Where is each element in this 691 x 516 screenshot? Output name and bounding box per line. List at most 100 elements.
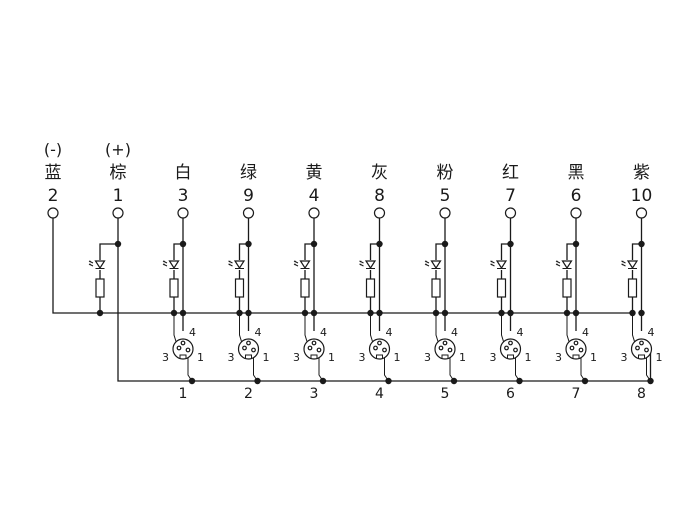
- channel-5-resistor: [431, 278, 441, 298]
- channel-2-led-diode: [233, 260, 246, 270]
- channel-6-pin-label-4: 4: [517, 326, 524, 339]
- channel-7-led-diode: [561, 260, 573, 270]
- channel-6-signal-bus-crossing-dot: [507, 309, 514, 317]
- channel-5-connector-pin3: [438, 345, 444, 351]
- channel-4-pin-label-4: 4: [386, 326, 393, 339]
- channel-5-port-dot: [450, 377, 458, 385]
- positive-polarity-label: (+): [105, 140, 131, 159]
- channel-3-pin-label-3: 3: [293, 351, 300, 364]
- channel-2-pin-label-1: 1: [263, 351, 270, 364]
- channel-7-color-label: 黑: [568, 163, 585, 183]
- channel-4-bus-dot: [367, 309, 374, 317]
- channel-5-connector: [434, 338, 456, 360]
- channel-1-connector-pin3: [176, 345, 182, 351]
- channel-7-connector-key: [572, 354, 580, 359]
- power-led-wire: [99, 243, 118, 260]
- channel-5-connector-key: [441, 354, 449, 359]
- channel-3-led-diode: [299, 260, 311, 270]
- channel-7-pin-label-4: 4: [582, 326, 589, 339]
- channel-4-port-dot: [385, 377, 392, 385]
- negative-polarity-label: (-): [44, 140, 62, 159]
- channel-8-pin-label-3: 3: [621, 351, 628, 364]
- channel-2-port-number: 2: [244, 386, 253, 402]
- channel-4-connector: [368, 338, 391, 360]
- power-resistor: [95, 278, 105, 298]
- channel-4-connector-key: [376, 354, 383, 359]
- channel-1-terminal: [177, 207, 189, 219]
- channel-6-resistor: [496, 278, 507, 298]
- positive-bus-wire: [117, 218, 652, 382]
- channel-5-pin-label-1: 1: [459, 351, 466, 364]
- channel-8-pin-label-1: 1: [656, 351, 663, 364]
- channel-2-terminal: [242, 207, 255, 219]
- channel-7-resistor: [562, 278, 572, 298]
- channel-6-connector-pin1: [513, 347, 518, 353]
- channel-7-led-arrowheads: [556, 260, 558, 266]
- channel-7-wire-number: 6: [571, 186, 582, 206]
- channel-3-wire-number: 4: [309, 186, 320, 206]
- channel-3-bus-dot: [301, 309, 309, 317]
- channel-5-led-diode: [430, 260, 442, 270]
- channel-4-pin-label-1: 1: [394, 351, 401, 364]
- channel-4-color-label: 灰: [371, 163, 388, 183]
- channel-2-led-arrowheads: [228, 260, 231, 266]
- channel-4-led-diode: [364, 260, 377, 270]
- channel-1-port-dot: [188, 377, 196, 385]
- channel-5-color-label: 粉: [437, 163, 454, 183]
- channel-1-signal-bus-crossing-dot: [179, 309, 187, 317]
- channel-3-connector-pin3: [307, 345, 313, 351]
- channel-8-connector-pin4: [639, 340, 644, 346]
- channel-3-branch-dot: [310, 240, 318, 248]
- channel-7-pin1-wire: [580, 354, 586, 382]
- channel-1-connector-key: [179, 354, 187, 359]
- channel-8-port-dot: [647, 377, 654, 385]
- negative-bus-wire: [52, 218, 633, 314]
- channel-3-terminal: [308, 207, 320, 219]
- channel-4-led-arrowheads: [359, 260, 362, 266]
- channel-2-color-label: 绿: [240, 163, 257, 183]
- channel-5-connector-pin4: [442, 340, 448, 346]
- channel-2-signal-bus-crossing-dot: [245, 309, 252, 317]
- channel-3-pin1-wire: [318, 354, 324, 382]
- channel-6-bus-dot: [498, 309, 505, 317]
- channel-2-connector: [237, 338, 260, 360]
- channel-2-port-dot: [254, 377, 261, 385]
- channel-6-pin-label-1: 1: [525, 351, 532, 364]
- channel-8-connector: [630, 338, 653, 360]
- channel-8-resistor: [627, 278, 638, 298]
- channel-8-port-number: 8: [637, 386, 646, 402]
- channel-2-pin1-wire: [253, 354, 258, 382]
- power-bus-junction-dot: [96, 309, 104, 317]
- channel-3-pin-label-1: 1: [328, 351, 335, 364]
- channel-2-connector-pin4: [246, 340, 251, 346]
- channel-8-bus-dot: [629, 309, 636, 317]
- channel-5-bus-dot: [432, 309, 440, 317]
- channel-3-port-dot: [319, 377, 327, 385]
- channel-2-pin-label-3: 3: [228, 351, 235, 364]
- channel-5-pin1-wire: [449, 354, 455, 382]
- channel-8-signal-bus-crossing-dot: [638, 309, 645, 317]
- channel-1-pin1-wire: [187, 354, 193, 382]
- positive-wire-number: 1: [113, 186, 124, 206]
- channel-8-color-label: 紫: [633, 163, 650, 183]
- channel-6-pin1-wire: [515, 354, 520, 382]
- channel-4-connector-pin1: [382, 347, 387, 353]
- channel-1-resistor: [169, 278, 179, 298]
- channel-4-pin1-wire: [384, 354, 389, 382]
- channel-4-wire-number: 8: [374, 186, 385, 206]
- channel-8-led-arrowheads: [621, 260, 624, 266]
- channel-2-connector-key: [245, 354, 252, 359]
- channel-8-connector-key: [638, 354, 645, 359]
- channel-8-led-diode: [626, 260, 639, 270]
- power-led-diode: [94, 260, 106, 270]
- channel-3-signal-bus-crossing-dot: [310, 309, 318, 317]
- channel-3-connector-key: [310, 354, 318, 359]
- channel-4-pin-label-3: 3: [359, 351, 366, 364]
- channel-8-branch-dot: [638, 240, 645, 248]
- channel-5-connector-pin1: [447, 347, 453, 353]
- channel-7-connector-pin1: [578, 347, 584, 353]
- channel-1-connector-pin1: [185, 347, 191, 353]
- channel-6-port-number: 6: [506, 386, 515, 402]
